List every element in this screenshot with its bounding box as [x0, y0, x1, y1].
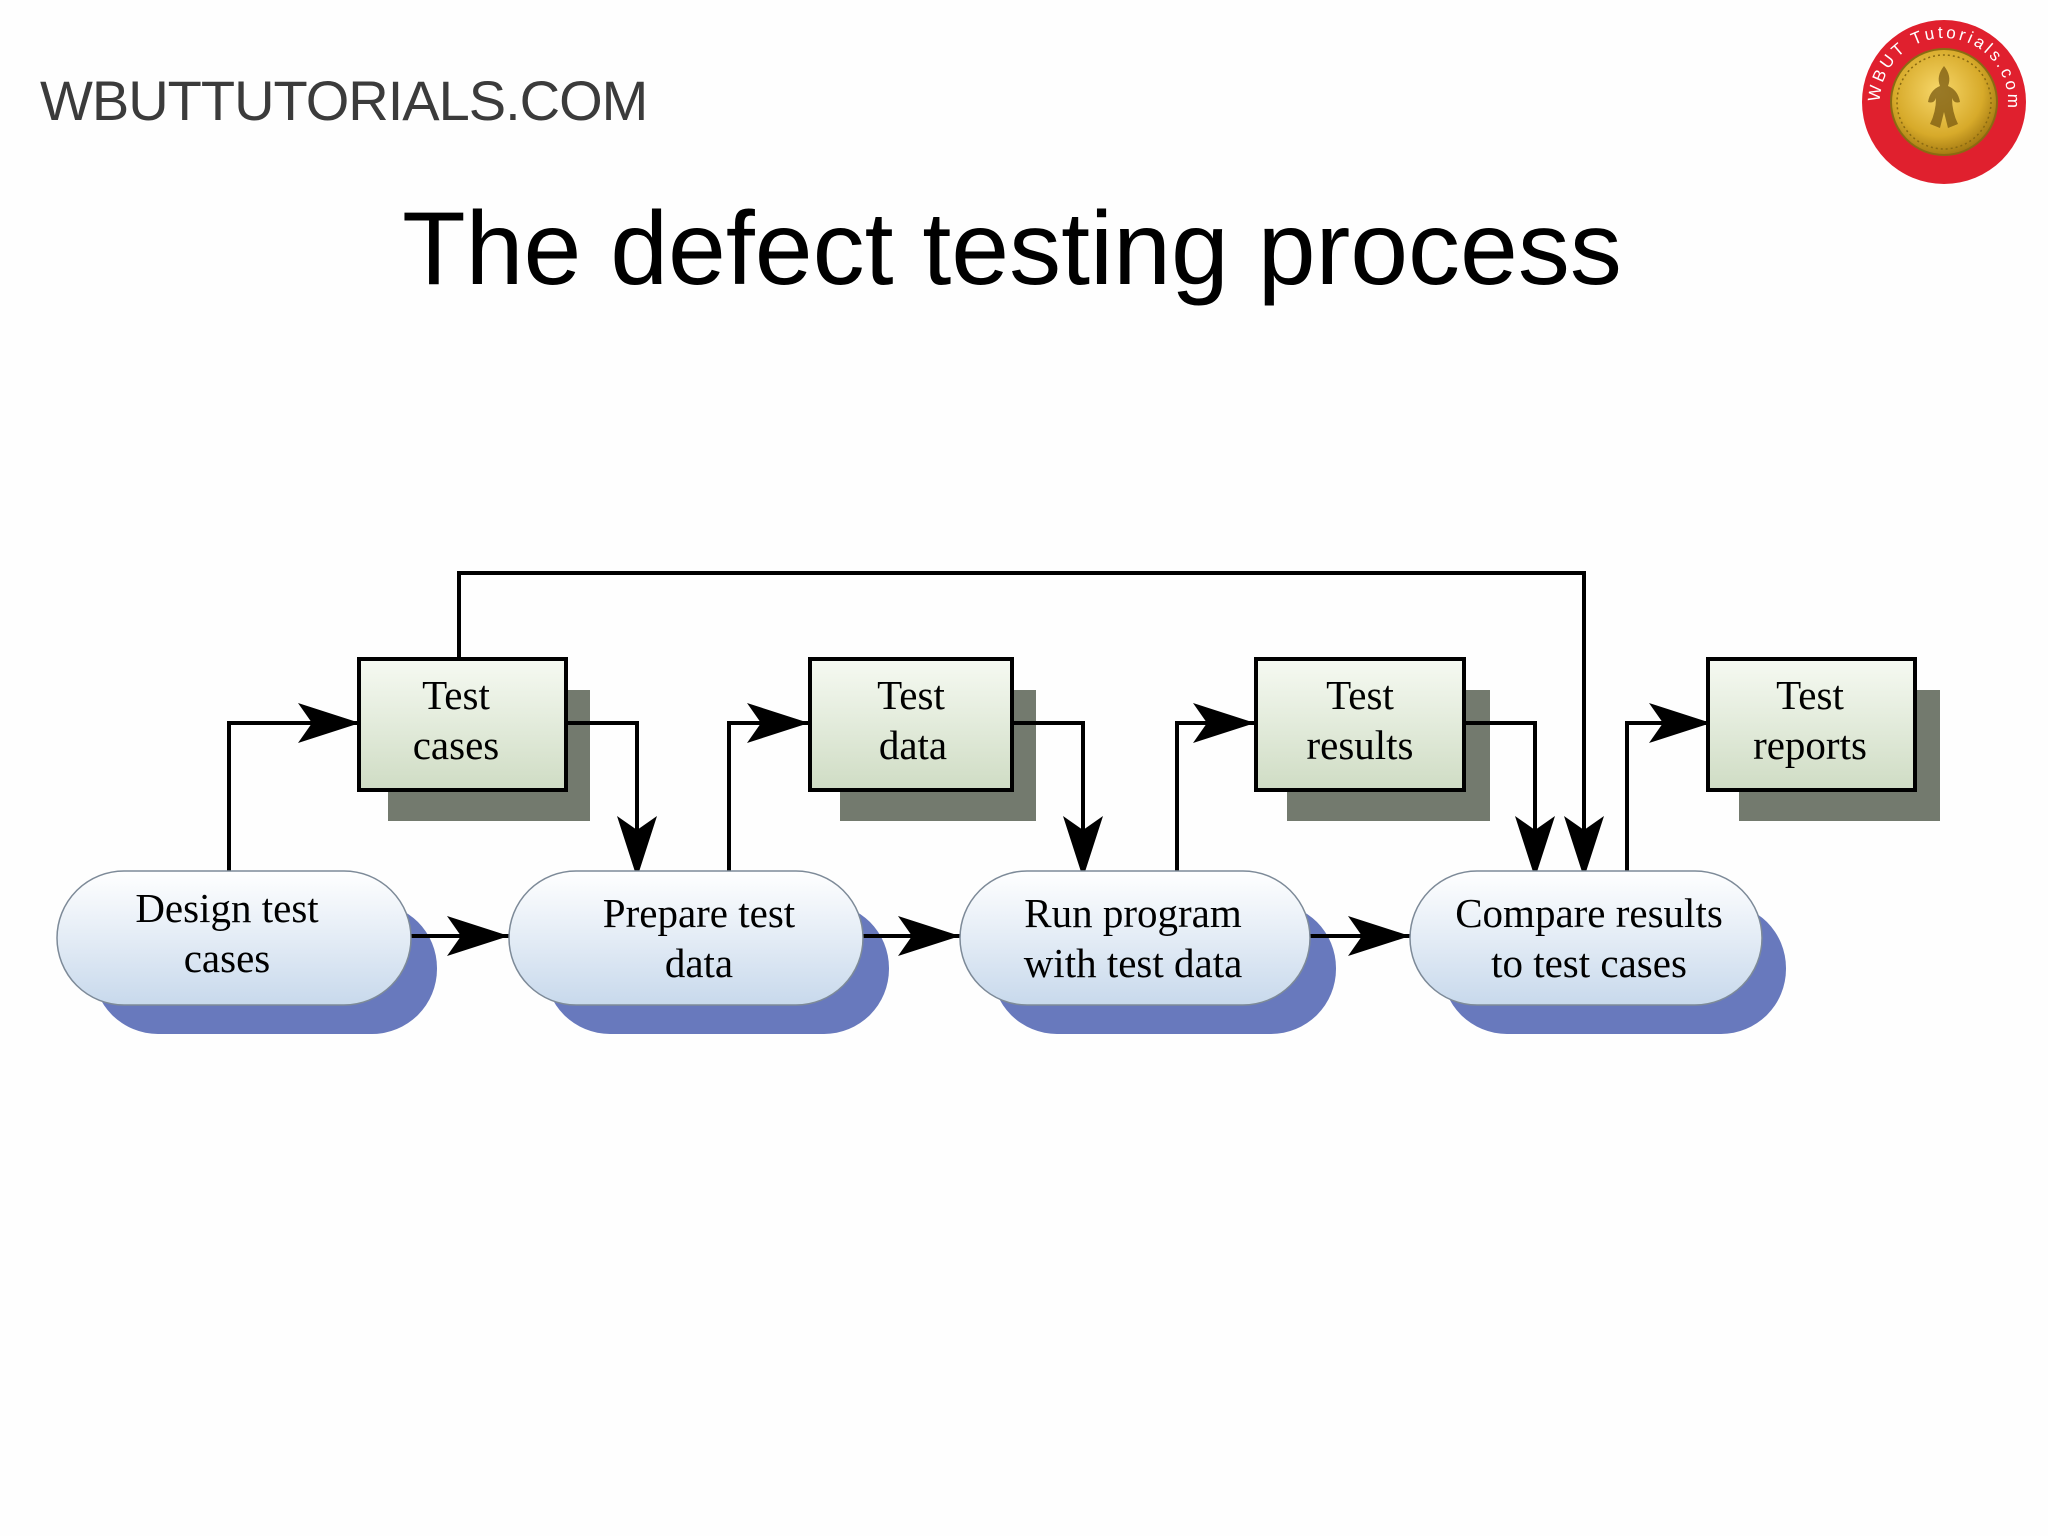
artifact-test-reports: Test reports	[1706, 657, 1917, 792]
process-compare-results: Compare results to test cases	[1409, 870, 1763, 1006]
svg-text:to test cases: to test cases	[1491, 940, 1687, 986]
svg-text:Test: Test	[1776, 672, 1844, 718]
svg-text:data: data	[665, 940, 733, 986]
svg-text:Test: Test	[422, 672, 490, 718]
arrow-prepare-to-test-data	[727, 703, 809, 871]
artifact-test-results: Test results	[1254, 657, 1466, 792]
svg-text:results: results	[1306, 722, 1413, 768]
feedback-loop-line	[457, 571, 1586, 800]
artifact-test-data: Test data	[808, 657, 1014, 792]
svg-text:with test data: with test data	[1024, 940, 1243, 986]
process-design-test-cases: Design test cases	[56, 870, 412, 1006]
site-brand: WBUTTUTORIALS.COM	[40, 69, 648, 132]
arrow-compare-to-test-reports	[1625, 703, 1711, 871]
svg-text:reports: reports	[1753, 722, 1867, 768]
svg-text:Compare results: Compare results	[1455, 890, 1723, 936]
arrow-design-to-test-cases	[227, 703, 360, 871]
wbut-logo-seal: WBUT Tutorials.com	[1862, 20, 2026, 184]
arrow-test-cases-to-prepare	[566, 721, 657, 878]
arrow-run-to-test-results	[1175, 703, 1255, 871]
svg-text:Prepare test: Prepare test	[603, 890, 796, 936]
svg-text:cases: cases	[184, 935, 271, 981]
svg-text:data: data	[879, 722, 947, 768]
process-prepare-test-data: Prepare test data	[508, 870, 864, 1006]
svg-text:Design test: Design test	[135, 885, 319, 931]
svg-text:cases: cases	[413, 722, 500, 768]
process-run-program: Run program with test data	[959, 870, 1311, 1006]
svg-text:Test: Test	[877, 672, 945, 718]
arrow-test-results-to-compare	[1464, 721, 1555, 878]
slide-title: The defect testing process	[402, 191, 1622, 307]
svg-text:Run program: Run program	[1024, 890, 1242, 936]
svg-text:Test: Test	[1326, 672, 1394, 718]
arrow-test-data-to-run	[1012, 721, 1103, 878]
artifact-test-cases: Test cases	[357, 657, 568, 792]
